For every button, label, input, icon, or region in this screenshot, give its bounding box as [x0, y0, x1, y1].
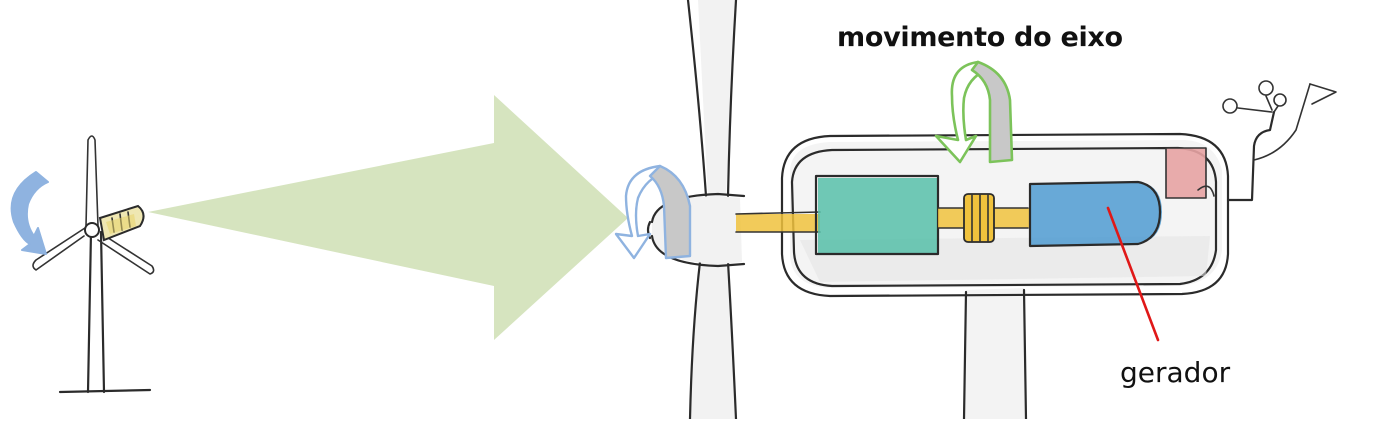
turbine-detail [614, 0, 1337, 421]
gearbox [814, 174, 940, 256]
generator-label: gerador [1120, 356, 1231, 389]
zoom-arrow [148, 95, 628, 340]
coupling [937, 193, 1030, 243]
rotation-arrow-icon [10, 171, 49, 255]
controller-box [1165, 147, 1215, 199]
generator [1028, 180, 1162, 248]
small-wind-turbine [32, 135, 155, 394]
shaft-motion-label: movimento do eixo [837, 22, 1123, 53]
main-shaft [735, 211, 821, 233]
rotor-hub [646, 192, 746, 268]
shaft-rotation-arrow-icon [934, 60, 1014, 164]
tower [962, 288, 1028, 421]
small-nacelle [98, 204, 145, 242]
generator-pointer-line [1106, 206, 1160, 342]
rotor-blades [686, 0, 738, 421]
rotor-rotation-arrow-icon [614, 164, 692, 260]
anemometer-icon [1222, 80, 1337, 202]
